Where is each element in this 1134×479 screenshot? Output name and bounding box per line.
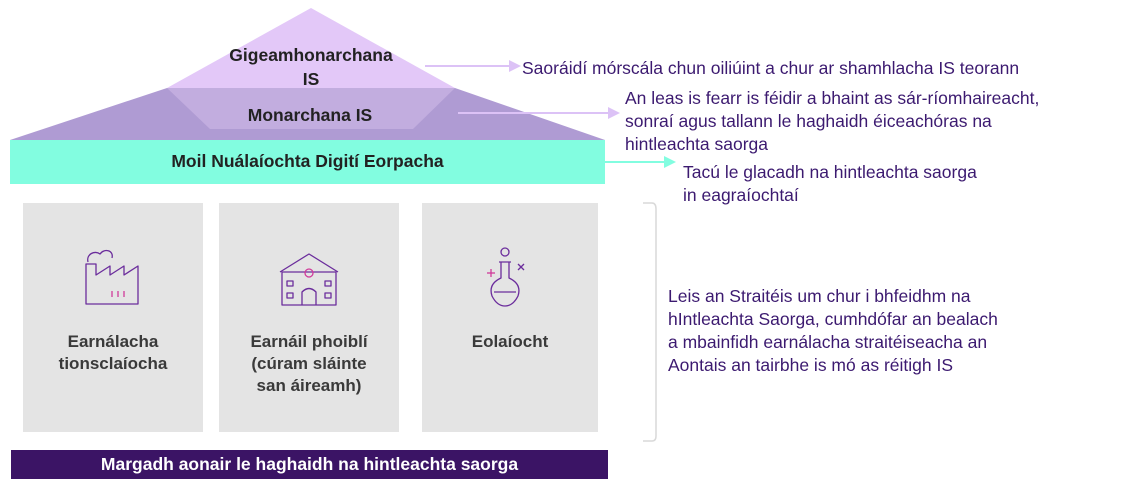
middle-label: Monarchana IS — [247, 105, 373, 125]
annotation-band: Tacú le glacadh na hintleachta saorga in… — [683, 161, 977, 207]
band-label: Moil Nuálaíochta Digití Eorpacha — [171, 151, 444, 171]
pillar-3-label: Eolaíocht — [420, 331, 600, 353]
pillar-3 — [422, 203, 598, 432]
top-label-line1: Gigeamhonarchana — [229, 45, 393, 65]
pillar-2 — [219, 203, 399, 432]
bracket — [643, 202, 657, 442]
annotation-middle-line: sonraí agus tallann le haghaidh éiceachó… — [625, 111, 992, 131]
annotation-bracket-line: hIntleachta Saorga, cumhdófar an bealach — [668, 309, 998, 329]
factory-icon — [85, 249, 139, 305]
pillar-2-line: (cúram sláinte — [251, 354, 367, 373]
foundation-label: Margadh aonair le haghaidh na hintleacht… — [100, 454, 519, 474]
arrow-band — [605, 156, 676, 168]
annotation-top: Saoráidí mórscála chun oiliúint a chur a… — [522, 57, 1019, 80]
public-building-icon — [279, 253, 339, 306]
pillar-2-line: Earnáil phoiblí — [250, 332, 368, 351]
pyramid-middle-band — [167, 88, 455, 129]
pillar-1-line: tionsclaíocha — [58, 354, 168, 373]
pillar-2-label: Earnáil phoiblí (cúram sláinte san áirea… — [219, 331, 399, 397]
top-label-line2: IS — [302, 69, 320, 89]
annotation-middle: An leas is fearr is féidir a bhaint as s… — [625, 87, 1039, 156]
annotation-bracket-line: Aontais an tairbhe is mó as réitigh IS — [668, 355, 954, 375]
arrow-middle — [458, 107, 620, 119]
annotation-middle-line: hintleachta saorga — [625, 134, 769, 154]
annotation-top-line: Saoráidí mórscála chun oiliúint a chur a… — [522, 58, 1020, 78]
digital-innovation-band — [10, 140, 605, 184]
annotation-band-line: Tacú le glacadh na hintleachta saorga — [683, 162, 977, 182]
arrow-top — [425, 60, 521, 72]
pillar-1-line: Earnálacha — [67, 332, 159, 351]
pyramid-top-triangle — [167, 8, 455, 88]
foundation-bar — [11, 450, 608, 479]
annotation-bracket-line: a mbainfidh earnálacha straitéiseacha an — [668, 332, 988, 352]
pillar-1 — [23, 203, 203, 432]
top-label: Gigeamhonarchana IS — [211, 43, 411, 91]
pillar-3-line: Eolaíocht — [471, 332, 549, 351]
pillar-1-label: Earnálacha tionsclaíocha — [23, 331, 203, 375]
annotation-band-line: in eagraíochtaí — [683, 185, 799, 205]
pillar-2-line: san áireamh) — [256, 376, 362, 395]
annotation-bracket: Leis an Straitéis um chur i bhfeidhm na … — [668, 285, 998, 377]
annotation-bracket-line: Leis an Straitéis um chur i bhfeidhm na — [668, 286, 971, 306]
annotation-middle-line: An leas is fearr is féidir a bhaint as s… — [625, 88, 1040, 108]
flask-icon — [487, 247, 525, 307]
